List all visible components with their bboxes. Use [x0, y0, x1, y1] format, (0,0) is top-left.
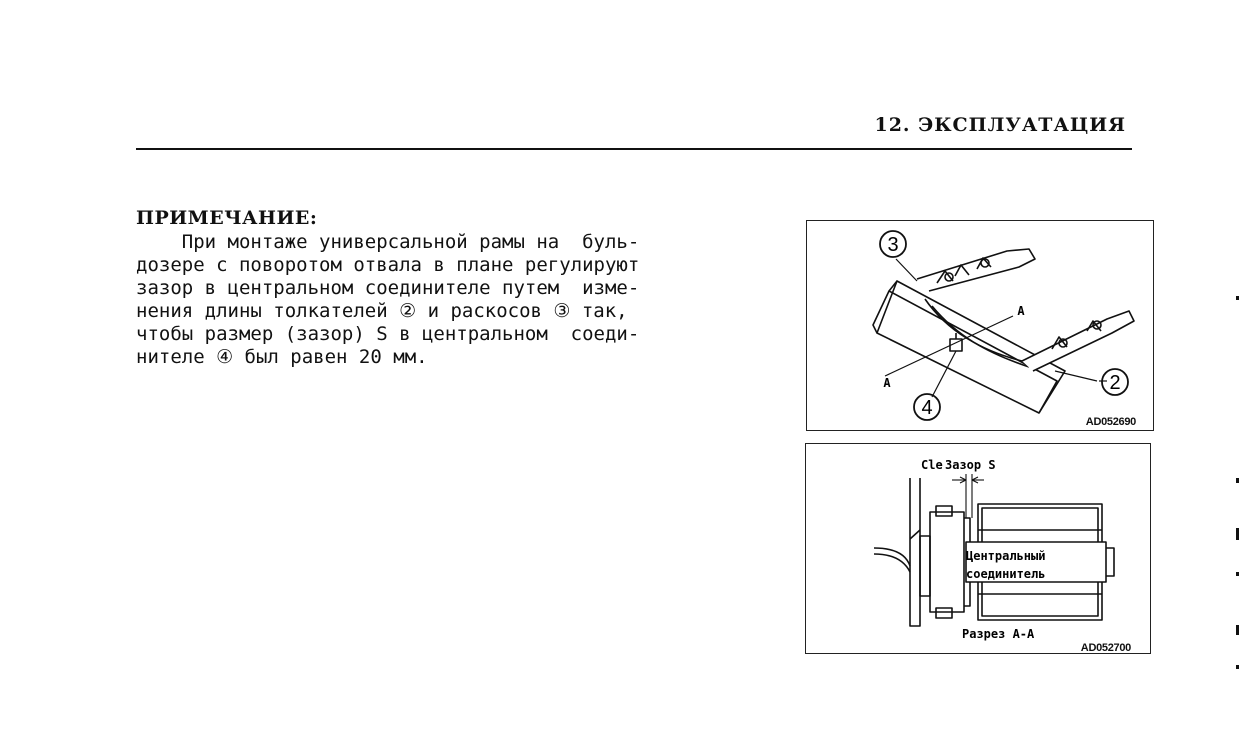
header-rule: [136, 148, 1132, 150]
note-line: чтобы размер (зазор) S в центральном сое…: [136, 323, 640, 345]
note-line: дозере с поворотом отвала в плане регули…: [136, 254, 640, 276]
scan-edge-mark: [1236, 478, 1239, 483]
gap-label-prefix: Cle: [921, 458, 943, 472]
figure-code-bottom: AD052700: [1080, 642, 1132, 654]
connector-label-line1: Центральный: [966, 549, 1045, 563]
note-line: зазор в центральном соединителе путем из…: [136, 277, 640, 299]
scan-edge-mark: [1236, 528, 1239, 540]
scan-edge-mark: [1236, 625, 1239, 635]
note-line: При монтаже универсальной рамы на буль-: [136, 231, 640, 253]
scan-edge-mark: [1236, 665, 1239, 669]
figure-bulldozer-frame: 3 4 2 A A AD052690: [806, 220, 1154, 431]
callout-2: 2: [1109, 372, 1120, 394]
note-body: При монтаже универсальной рамы на буль- …: [136, 231, 800, 369]
section-mark-a-bottom: A: [883, 376, 891, 390]
section-title: 12. ЭКСПЛУАТАЦИЯ: [874, 114, 1126, 136]
scan-edge-mark: [1236, 296, 1239, 300]
note-heading: ПРИМЕЧАНИЕ:: [136, 207, 318, 229]
note-line: нения длины толкателей ② и раскосов ③ та…: [136, 300, 628, 322]
gap-label: Зазор S: [945, 458, 996, 472]
section-label: Разрез А-А: [962, 627, 1035, 641]
scan-edge-mark: [1236, 572, 1239, 576]
connector-label-line2: соединитель: [966, 567, 1045, 581]
callout-4: 4: [921, 397, 932, 419]
section-mark-a-top: A: [1017, 304, 1025, 318]
figure-section-aa: Cle Зазор S Центральный соединитель Разр…: [805, 443, 1151, 654]
bulldozer-frame-drawing: 3 4 2 A A: [872, 230, 1135, 421]
callout-3: 3: [887, 234, 898, 256]
section-aa-drawing: Cle Зазор S Центральный соединитель Разр…: [873, 458, 1115, 641]
note-line: нителе ④ был равен 20 мм.: [136, 346, 428, 368]
figure-code-top: AD052690: [1085, 416, 1137, 428]
